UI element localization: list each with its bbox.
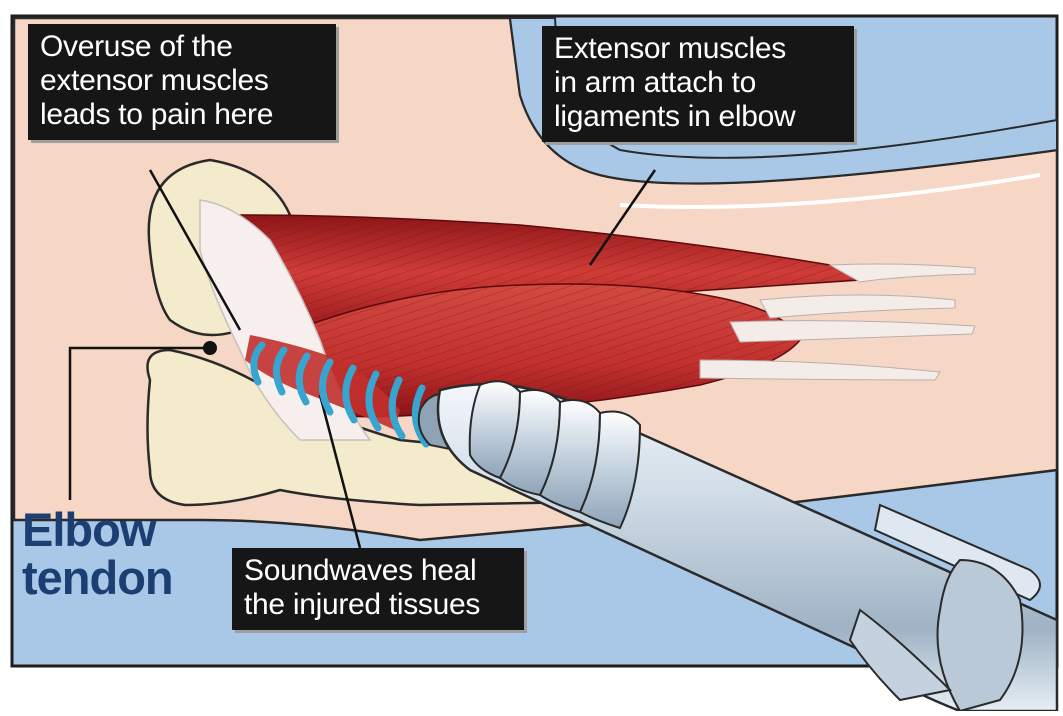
callout-pain: Overuse of the extensor muscles leads to… xyxy=(28,24,336,140)
elbow-tendon-label-line-1: Elbow xyxy=(22,506,173,554)
callout-soundwaves: Soundwaves heal the injured tissues xyxy=(232,548,524,630)
callout-pain-line-2: extensor muscles xyxy=(40,64,324,98)
callout-muscles-line-1: Extensor muscles xyxy=(554,32,842,66)
elbow-tendon-label-line-2: tendon xyxy=(22,554,173,602)
callout-muscles: Extensor muscles in arm attach to ligame… xyxy=(542,26,854,142)
callout-muscles-line-2: in arm attach to xyxy=(554,66,842,100)
pointer-dot-icon xyxy=(203,341,217,355)
callout-soundwaves-line-2: the injured tissues xyxy=(244,588,512,622)
elbow-tendon-label: Elbow tendon xyxy=(22,506,173,602)
callout-soundwaves-line-1: Soundwaves heal xyxy=(244,554,512,588)
callout-muscles-line-3: ligaments in elbow xyxy=(554,100,842,134)
callout-pain-line-1: Overuse of the xyxy=(40,30,324,64)
callout-pain-line-3: leads to pain here xyxy=(40,98,324,132)
